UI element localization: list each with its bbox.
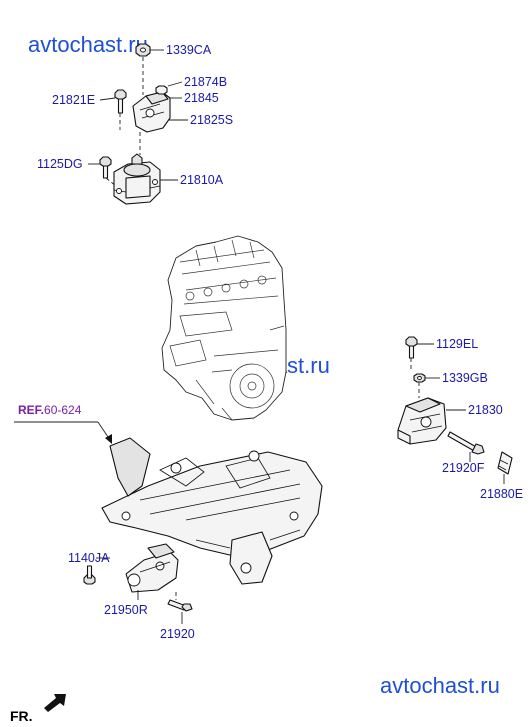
label-21874b: 21874B [184,75,227,89]
bolt-1125dg [99,156,112,179]
watermark-top: avtochast.ru [28,32,148,57]
bracket-21845 [132,85,171,133]
fr-label: FR. [10,708,33,724]
label-21880e: 21880E [480,487,523,501]
ref-prefix: REF. [18,403,44,417]
watermark-bottom: avtochast.ru [380,673,500,698]
label-21920: 21920 [160,627,195,641]
label-21825s: 21825S [190,113,233,127]
nut-1339ca [135,43,151,57]
subframe-crossmember [101,437,323,585]
transmission-mount-group [397,336,513,484]
label-21845: 21845 [184,91,219,105]
label-21950r: 21950R [104,603,148,617]
bolt-1140ja [83,565,96,585]
label-21821e: 21821E [52,93,95,107]
bracket-21830 [397,397,447,445]
nut-1339gb [413,373,426,383]
label-1129el: 1129EL [436,337,478,351]
engine-block [161,235,287,421]
bolt-1129el [405,336,418,359]
label-21920f: 21920F [442,461,485,475]
label-21810a: 21810A [180,173,224,187]
bolt-21821e [114,89,127,114]
ref-label: REF.60-624 [18,403,82,417]
arrow-icon [44,694,66,712]
ref-code: 60-624 [44,403,82,417]
part-21880e [497,451,513,475]
mount-21950r [125,543,179,593]
label-21830: 21830 [468,403,503,417]
rear-roll-mount-group [83,543,193,624]
label-1125dg: 1125DG [37,157,83,171]
label-1339gb: 1339GB [442,371,488,385]
label-1339ca: 1339CA [166,43,212,57]
bolt-21920 [167,599,193,612]
upper-bracket-group [88,43,188,205]
front-direction-arrow [44,694,66,712]
mount-21810a [113,153,161,205]
bolt-21920f [447,431,485,455]
label-1140ja: 1140JA [68,551,110,565]
